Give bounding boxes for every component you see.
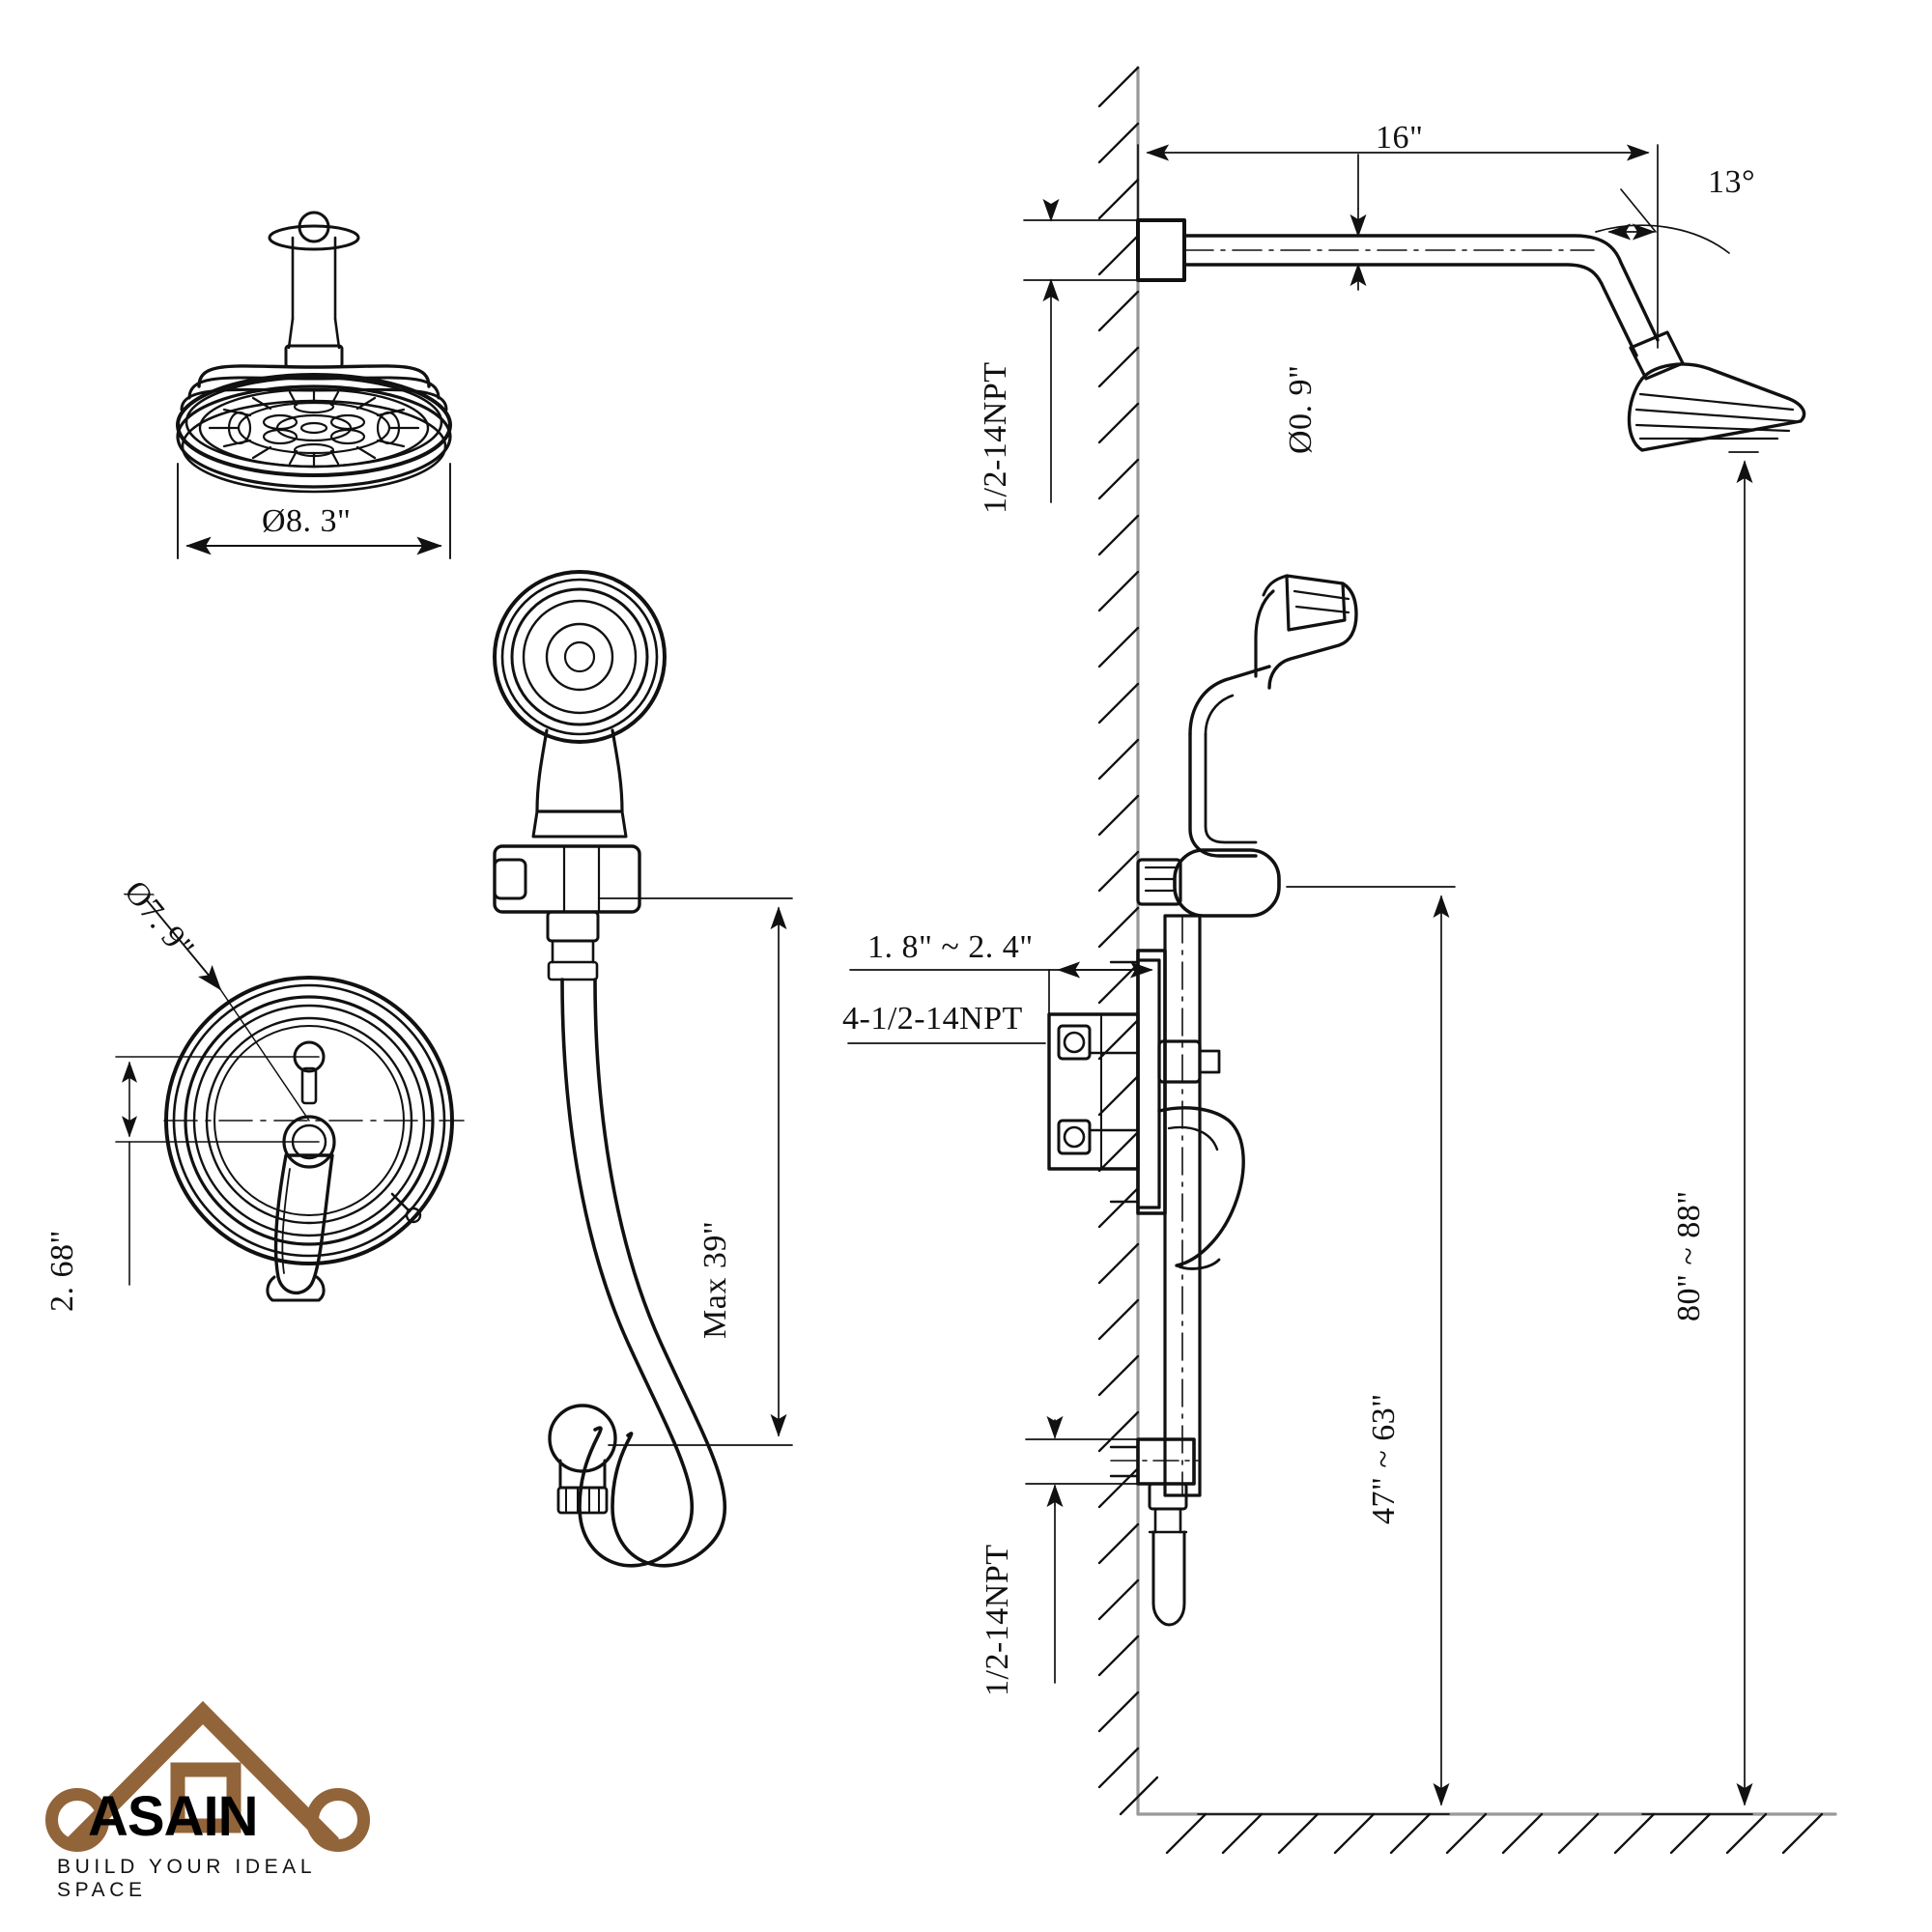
assembly-handshower	[1136, 574, 1358, 1497]
dim-label-hose-length: Max 39"	[697, 1220, 733, 1339]
dim-head-height	[1641, 451, 1759, 1815]
dim-label-head-angle: 13°	[1708, 164, 1756, 200]
dim-label-head-height: 80" ~ 88"	[1671, 1190, 1707, 1321]
brand-logo: ASAIN BUILD YOUR IDEAL SPACE	[43, 1589, 370, 1901]
valve-trim-detail	[164, 976, 454, 1302]
dim-label-top-thread: 1/2-14NPT	[978, 361, 1013, 515]
dim-trim-diameter	[146, 899, 310, 1122]
dim-label-handle-offset: 2. 68"	[44, 1230, 80, 1312]
showerhead-nozzles	[208, 387, 420, 469]
assembly-bottom-outlet	[1109, 1437, 1199, 1627]
dim-bottom-thread	[1025, 1415, 1147, 1684]
assembly-valve-body	[1047, 949, 1245, 1270]
dim-label-arm-length: 16"	[1376, 120, 1424, 156]
dim-label-bottom-thread: 1/2-14NPT	[980, 1544, 1015, 1697]
dim-bracket-height	[1197, 886, 1456, 1815]
showerhead-detail	[176, 211, 452, 494]
dim-label-head-diameter: Ø8. 3"	[262, 503, 352, 539]
dim-arm-length	[1137, 144, 1659, 349]
dim-hose-length	[598, 897, 793, 1446]
dim-head-angle	[1595, 188, 1730, 254]
dim-top-thread	[1023, 198, 1147, 503]
logo-wordmark: ASAIN	[88, 1785, 258, 1848]
dim-valve-projection	[849, 959, 1160, 1017]
handshower-detail	[493, 570, 726, 1568]
dim-label-valve-ports: 4-1/2-14NPT	[842, 1001, 1023, 1037]
dim-label-arm-diameter: Ø0. 9"	[1283, 364, 1319, 454]
assembly-shower-arm	[1136, 218, 1806, 452]
house-roof-icon	[66, 1700, 340, 1851]
dim-label-bracket-height: 47" ~ 63"	[1366, 1393, 1402, 1524]
wall-and-floor	[1097, 66, 1837, 1855]
logo-wordmark-wrap: ASAIN	[43, 1784, 362, 1848]
dim-label-valve-projection: 1. 8" ~ 2. 4"	[867, 929, 1034, 965]
dim-head-diameter	[177, 463, 451, 559]
logo-tagline: BUILD YOUR IDEAL SPACE	[57, 1856, 316, 1901]
dim-handle-offset	[115, 1056, 465, 1286]
